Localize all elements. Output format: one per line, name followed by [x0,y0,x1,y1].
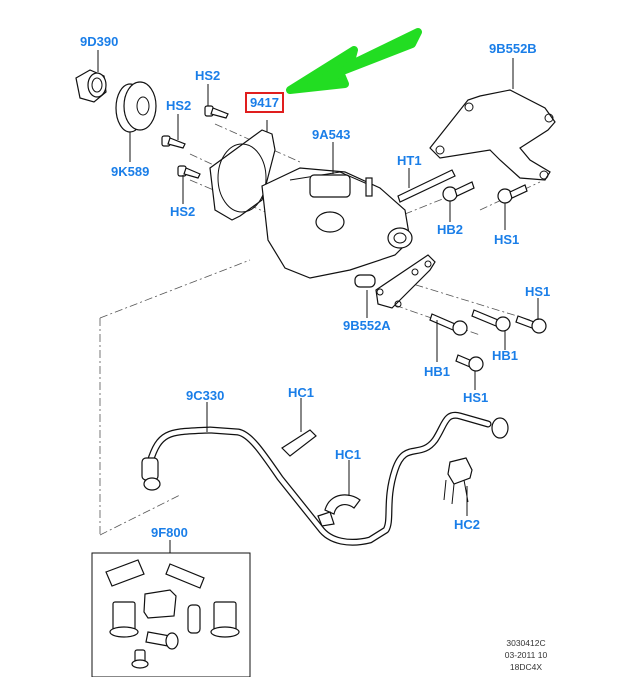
callout-HS2-top[interactable]: HS2 [195,68,221,83]
bolt-HB2 [442,181,475,202]
callout-HB1-left[interactable]: HB1 [424,364,451,379]
clip-HC1-lower [317,494,361,527]
part-9A543-pump [261,167,413,279]
clip-HC2 [443,457,473,505]
bolt-HB1-right [471,309,511,332]
part-9K589 [115,81,157,133]
callout-9417-highlighted[interactable]: 9417 [245,92,284,113]
callout-HS1-lower[interactable]: HS1 [463,390,489,405]
callout-HC1-upper[interactable]: HC1 [288,385,315,400]
callout-HC1-lower[interactable]: HC1 [335,447,362,462]
callout-9D390[interactable]: 9D390 [80,34,119,49]
callout-HS1-right[interactable]: HS1 [525,284,551,299]
drawing-date: 03-2011 10 [504,650,548,660]
bolt-HB1-left [429,313,468,336]
part-9417-gasket [209,129,276,221]
callout-HS2-mid[interactable]: HS2 [166,98,192,113]
bolt-HS2-top [204,105,229,119]
fuel-line-connector-right [491,417,509,439]
bolt-HS1-upper [497,184,528,204]
bolt-HS1-lower [455,354,484,372]
callout-HS1-upper[interactable]: HS1 [494,232,520,247]
callout-HC2[interactable]: HC2 [454,517,481,532]
callout-HB2[interactable]: HB2 [437,222,464,237]
callout-HT1[interactable]: HT1 [397,153,422,168]
part-9F800-kit-box [91,552,251,677]
clip-HC1-upper [281,429,317,457]
bolt-HS1-right [515,315,547,334]
part-9B552A-bracket [354,254,436,309]
part-9B552B-bracket [429,89,556,181]
drawing-number: 3030412C [506,638,546,648]
bolt-HS2-mid [161,135,186,149]
leader-lines [97,50,539,553]
callout-9F800[interactable]: 9F800 [151,525,188,540]
callout-HS2-low[interactable]: HS2 [170,204,196,219]
callout-9C330[interactable]: 9C330 [186,388,225,403]
bolt-HS2-low [177,165,201,179]
kit-contents [105,559,240,669]
drawing-reference: 3030412C 03-2011 10 18DC4X [498,637,554,673]
callout-9A543[interactable]: 9A543 [312,127,351,142]
part-9D390 [75,69,107,103]
fuel-line-connector-left [141,457,161,491]
drawing-code: 18DC4X [509,662,543,672]
callout-9B552A[interactable]: 9B552A [343,318,391,333]
callout-9B552B[interactable]: 9B552B [489,41,537,56]
callout-HB1-right[interactable]: HB1 [492,348,519,363]
stud-HT1 [397,169,456,203]
callout-9K589[interactable]: 9K589 [111,164,150,179]
pointer-arrow [286,28,422,94]
